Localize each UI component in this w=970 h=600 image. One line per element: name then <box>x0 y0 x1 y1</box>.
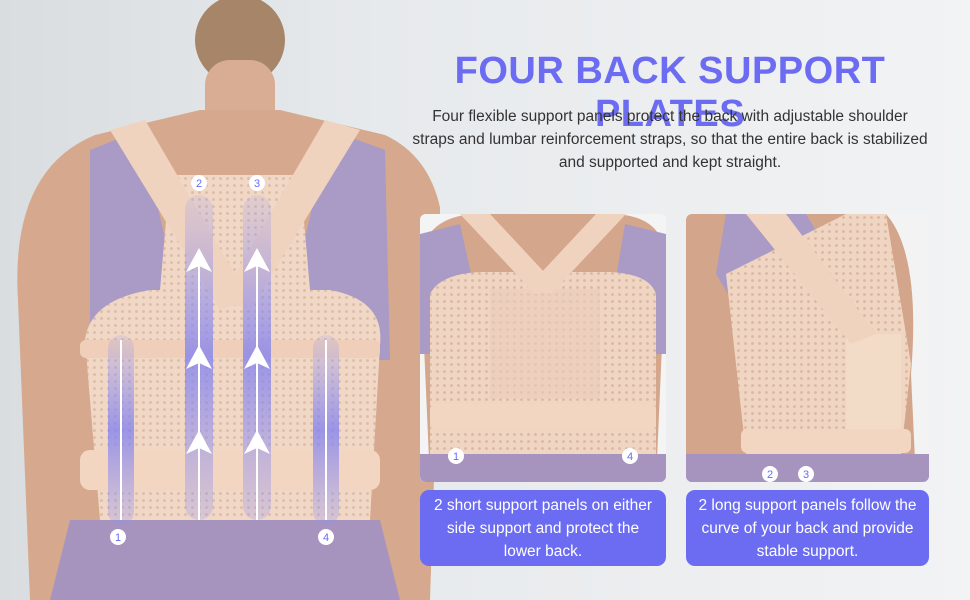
plate-marker-1: 1 <box>110 529 126 545</box>
plate-marker-2: 2 <box>191 175 207 191</box>
plate-marker-4: 4 <box>318 529 334 545</box>
svg-text:1: 1 <box>115 532 121 544</box>
intro-text: Four flexible support panels protect the… <box>412 108 928 171</box>
long-panels-photo <box>686 214 929 482</box>
short-panels-caption: 2 short support panels on either side su… <box>420 490 666 566</box>
svg-text:3: 3 <box>254 178 260 190</box>
page-title: FOUR BACK SUPPORT PLATES <box>454 50 886 135</box>
long-panels-caption: 2 long support panels follow the curve o… <box>686 490 929 566</box>
short-panels-photo <box>420 214 666 482</box>
arrow-up-icon <box>186 248 270 454</box>
svg-text:4: 4 <box>323 532 329 544</box>
model-back-illustration: 1 2 3 4 <box>17 0 440 600</box>
svg-text:2: 2 <box>196 178 202 190</box>
plate-marker-3: 3 <box>249 175 265 191</box>
